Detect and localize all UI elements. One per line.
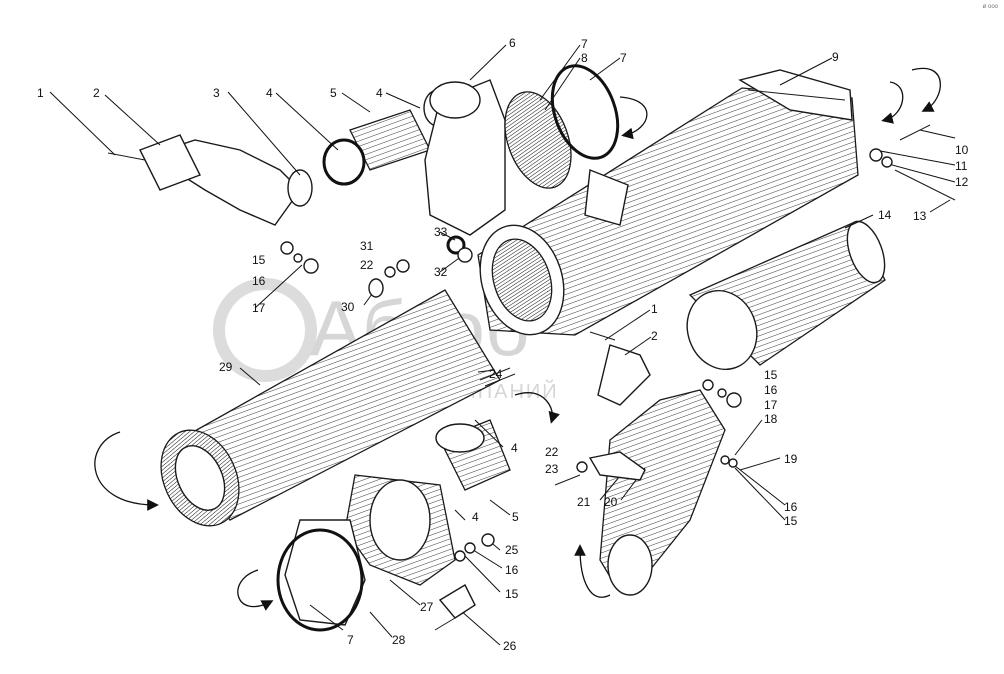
callout-6: 6 xyxy=(509,36,516,50)
callout-8: 8 xyxy=(581,51,588,65)
callout-13: 13 xyxy=(913,209,927,223)
callout-21: 21 xyxy=(577,495,591,509)
part-18-lower-elbow xyxy=(597,344,726,596)
callout-16: 16 xyxy=(784,500,798,514)
callout-27: 27 xyxy=(420,600,434,614)
callout-24: 24 xyxy=(489,367,503,381)
callout-32: 32 xyxy=(434,265,448,279)
callout-1: 1 xyxy=(37,86,44,100)
ring-33 xyxy=(446,235,466,255)
bolt-19 xyxy=(739,457,781,471)
part-5-hose-lower xyxy=(435,419,511,491)
bolt-23 xyxy=(554,474,581,486)
watermark-logo-ring xyxy=(213,278,317,382)
callout-4: 4 xyxy=(376,86,383,100)
callout-3: 3 xyxy=(213,86,220,100)
stud-10 xyxy=(899,124,931,141)
callout-4: 4 xyxy=(266,86,273,100)
callout-19: 19 xyxy=(784,452,798,466)
part-8-gasket xyxy=(504,64,620,189)
part-29-core xyxy=(160,289,501,527)
nut-17b xyxy=(726,392,742,408)
callout-22: 22 xyxy=(360,258,374,272)
part-27-outlet xyxy=(276,474,456,632)
callout-16: 16 xyxy=(764,383,778,397)
callout-9: 9 xyxy=(832,50,839,64)
fitting-30 xyxy=(368,278,384,298)
washer-16d xyxy=(464,542,476,554)
valve-26 xyxy=(438,584,476,619)
washer-15c xyxy=(728,458,738,468)
callout-11: 11 xyxy=(955,159,968,173)
nut-17a xyxy=(303,258,319,274)
callout-23: 23 xyxy=(545,462,559,476)
hardware xyxy=(280,124,956,631)
callout-10: 10 xyxy=(955,143,969,157)
callout-16: 16 xyxy=(252,274,266,288)
callout-31: 31 xyxy=(360,239,374,253)
callout-17: 17 xyxy=(252,301,266,315)
callout-15: 15 xyxy=(505,587,519,601)
callout-5: 5 xyxy=(512,510,519,524)
callout-30: 30 xyxy=(341,300,355,314)
washer-22a xyxy=(384,266,396,278)
corner-mark: ø ooo xyxy=(982,4,998,10)
callout-7: 7 xyxy=(581,37,588,51)
callout-15: 15 xyxy=(764,368,778,382)
callout-26: 26 xyxy=(503,639,517,653)
callout-25: 25 xyxy=(505,543,519,557)
washer-16a xyxy=(293,253,303,263)
callout-28: 28 xyxy=(392,633,406,647)
stud-1b xyxy=(589,331,616,341)
flange-20 xyxy=(588,451,646,481)
callout-12: 12 xyxy=(955,175,969,189)
callout-labels: 1 2 3 4 5 4 6 7 8 7 9 10 11 12 13 14 15 … xyxy=(37,36,969,653)
washer-16b xyxy=(717,388,727,398)
callout-4: 4 xyxy=(472,510,479,524)
callout-2: 2 xyxy=(93,86,100,100)
washer-16c xyxy=(720,455,730,465)
callout-20: 20 xyxy=(604,495,618,509)
callout-29: 29 xyxy=(219,360,233,374)
callout-4: 4 xyxy=(511,441,518,455)
callout-14: 14 xyxy=(878,208,892,222)
stud-24 xyxy=(479,367,511,381)
callout-16: 16 xyxy=(505,563,519,577)
callout-7: 7 xyxy=(347,633,354,647)
part-9-cooler-housing xyxy=(477,69,859,336)
callout-15: 15 xyxy=(252,253,266,267)
washer-15d xyxy=(454,550,466,562)
nut-25 xyxy=(481,533,495,547)
arrows xyxy=(94,67,941,611)
callout-22: 22 xyxy=(545,445,559,459)
callout-15: 15 xyxy=(784,514,798,528)
part-6-elbow xyxy=(424,79,506,236)
callout-7: 7 xyxy=(620,51,627,65)
part-3-pipe xyxy=(107,134,313,226)
washer-15b xyxy=(702,379,714,391)
part-14-sleeve xyxy=(686,220,886,371)
callout-2: 2 xyxy=(651,329,658,343)
bolt-13 xyxy=(894,169,956,201)
callout-1: 1 xyxy=(651,302,658,316)
washer-22b xyxy=(576,461,588,473)
callout-17: 17 xyxy=(764,398,778,412)
callout-18: 18 xyxy=(764,412,778,426)
callout-33: 33 xyxy=(434,225,448,239)
washer-15a xyxy=(280,241,294,255)
washer-11 xyxy=(869,148,883,162)
leader-lines xyxy=(49,44,956,646)
nut-31 xyxy=(396,259,410,273)
callout-5: 5 xyxy=(330,86,337,100)
washer-12 xyxy=(881,156,893,168)
fitting-32 xyxy=(457,247,473,263)
